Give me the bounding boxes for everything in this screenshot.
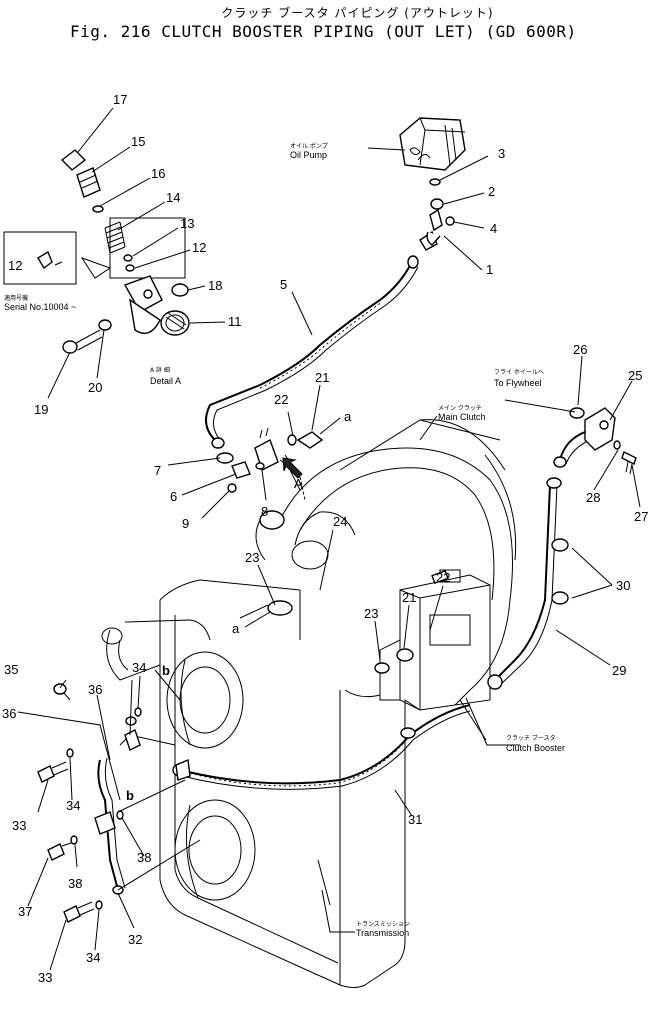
callout-29: 29	[612, 663, 626, 678]
callout-20: 20	[88, 380, 102, 395]
callout-17: 17	[113, 92, 127, 107]
callout-31: 31	[408, 812, 422, 827]
detail-a-label-jp: A 詳 細	[150, 366, 170, 374]
serial-label: Serial No.10004 ~	[4, 302, 76, 312]
callout-33-lower: 33	[38, 970, 52, 985]
callout-16: 16	[151, 166, 165, 181]
callout-11: 11	[228, 314, 242, 329]
oil-pump	[399, 117, 466, 246]
ref-b-lower: b	[126, 788, 134, 803]
callout-21-lower: 21	[402, 590, 416, 605]
main-clutch-label: Main Clutch	[438, 412, 486, 422]
oil-pump-label: Oil Pump	[290, 150, 327, 160]
ref-a-upper: a	[344, 409, 352, 424]
callout-35: 35	[4, 662, 18, 677]
callout-30: 30	[616, 578, 630, 593]
callout-23-left: 23	[245, 550, 259, 565]
callout-25: 25	[628, 368, 642, 383]
callout-38-right: 38	[137, 850, 151, 865]
flywheel-fitting-25	[553, 407, 637, 475]
callout-34-middle: 34	[66, 798, 80, 813]
detail-a	[3, 149, 190, 354]
detail-a-label: Detail A	[150, 376, 181, 386]
callout-12: 12	[192, 240, 206, 255]
callout-36-left: 36	[2, 706, 16, 721]
callout-24: 24	[333, 514, 347, 529]
serial-label-jp: 適用号機	[4, 294, 28, 302]
callout-34-lower: 34	[86, 950, 100, 965]
transmission-housing	[101, 419, 517, 988]
callout-36: 36	[88, 682, 102, 697]
callout-12-inset: 12	[8, 258, 22, 273]
pipe-29	[487, 477, 569, 690]
callout-33-upper: 33	[12, 818, 26, 833]
callout-4: 4	[490, 221, 497, 236]
arrow-a-icon	[282, 457, 303, 479]
callout-27: 27	[634, 509, 648, 524]
callout-8: 8	[261, 504, 268, 519]
transmission-label: Transmission	[356, 928, 409, 938]
transmission-label-jp: トランスミッション	[356, 921, 410, 928]
callout-3: 3	[498, 146, 505, 161]
callout-37: 37	[18, 904, 32, 919]
callout-21-upper: 21	[315, 370, 329, 385]
lower-left-fittings	[37, 683, 191, 923]
title-english: Fig. 216 CLUTCH BOOSTER PIPING (OUT LET)…	[70, 22, 577, 41]
callout-18: 18	[208, 278, 222, 293]
callout-22-upper: 22	[274, 392, 288, 407]
callout-13: 13	[180, 216, 194, 231]
callout-9: 9	[182, 516, 189, 531]
callout-2: 2	[488, 184, 495, 199]
pipe-5	[205, 230, 438, 449]
callout-28: 28	[586, 490, 600, 505]
oil-pump-label-jp: オイル ポンプ	[290, 142, 328, 150]
callout-1: 1	[486, 262, 493, 277]
callout-7: 7	[154, 463, 161, 478]
title-japanese: クラッチ ブースタ パイピング (アウトレット)	[221, 6, 494, 20]
callout-15: 15	[131, 134, 145, 149]
callout-14: 14	[166, 190, 180, 205]
callout-23-right: 23	[364, 606, 378, 621]
callout-numbers: 17 15 16 14 13 12 12 18 11 19 20 3 2 4 1…	[2, 92, 648, 985]
callout-32: 32	[128, 932, 142, 947]
main-clutch-label-jp: メイン クラッチ	[438, 405, 482, 412]
text-labels: オイル ポンプ Oil Pump メイン クラッチ Main Clutch フラ…	[4, 142, 565, 938]
callout-26: 26	[573, 342, 587, 357]
leader-lines	[17, 107, 641, 971]
clutch-booster-label-jp: クラッチ ブースタ	[506, 734, 556, 742]
callout-22-lower: 22	[436, 570, 450, 585]
callout-5: 5	[280, 277, 287, 292]
clutch-booster-label: Clutch Booster	[506, 743, 565, 753]
ref-b-upper: b	[162, 663, 170, 678]
arrow-a-label: A	[294, 476, 303, 491]
to-flywheel-label: To Flywheel	[494, 378, 542, 388]
callout-34-upper: 34	[132, 660, 146, 675]
callout-38-left: 38	[68, 876, 82, 891]
ref-a-lower: a	[232, 621, 240, 636]
callout-19: 19	[34, 402, 48, 417]
center-fittings	[216, 427, 324, 619]
callout-6: 6	[170, 489, 177, 504]
to-flywheel-label-jp: フライ ホイールへ	[494, 369, 544, 376]
pipe-31	[179, 704, 471, 790]
